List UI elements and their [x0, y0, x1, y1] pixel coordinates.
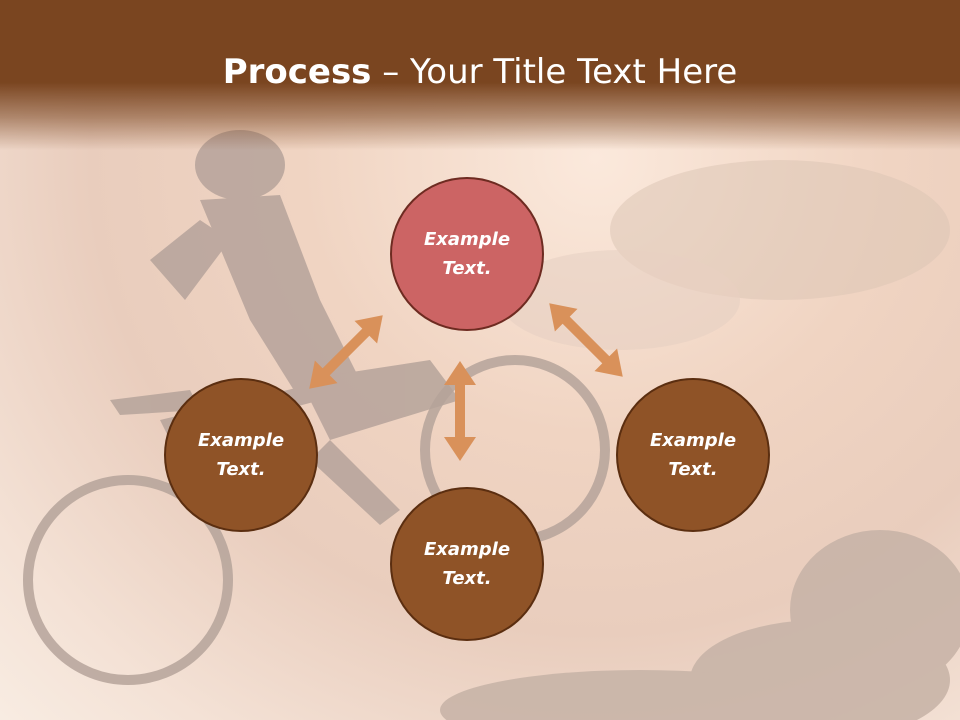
node-text-line2: Text. [668, 459, 718, 480]
title-bold: Process [222, 52, 372, 92]
slide-title: Process – Your Title Text Here [0, 52, 960, 92]
node-text-line1: Example [649, 430, 737, 451]
node-text-line2: Text. [216, 459, 266, 480]
node-text-line1: Example [423, 229, 511, 250]
process-node-right[interactable]: Example Text. [616, 378, 770, 532]
process-node-top[interactable]: Example Text. [390, 177, 544, 331]
title-bar [0, 0, 960, 150]
process-node-left[interactable]: Example Text. [164, 378, 318, 532]
node-text-line1: Example [423, 539, 511, 560]
process-node-bottom[interactable]: Example Text. [390, 487, 544, 641]
node-text-line2: Text. [442, 258, 492, 279]
node-text-line1: Example [197, 430, 285, 451]
title-rest: – Your Title Text Here [371, 52, 738, 92]
node-text-line2: Text. [442, 568, 492, 589]
